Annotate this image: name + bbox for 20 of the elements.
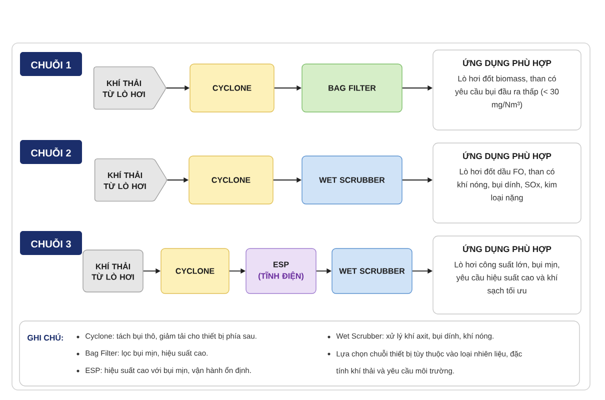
box-text: Lò hơi công suất lớn, bụi mịn, yêu cầu hiệu suất cao và khí sạch tối ưu bbox=[454, 261, 560, 295]
arrow-box: KHÍ THẢI TỪ LÒ HƠI bbox=[94, 158, 167, 202]
process-box: CYCLONE bbox=[190, 64, 274, 112]
process-box: WET SCRUBBER bbox=[302, 156, 402, 204]
box-heading: ỨNG DỤNG PHÙ HỢP bbox=[463, 58, 552, 68]
box-heading: ỨNG DỤNG PHÙ HỢP bbox=[463, 244, 552, 254]
process-box: KHÍ THẢI TỪ LÒ HƠI bbox=[82, 250, 144, 292]
label-badge: CHUỖI 1 bbox=[20, 52, 82, 76]
box-text: Lò hơi đốt dầu FO, than có khí nóng, bụi dính, SOx, kim loại nặng bbox=[458, 168, 556, 202]
box-heading: ỨNG DỤNG PHÙ HỢP bbox=[463, 151, 552, 161]
process-box: CYCLONE bbox=[160, 248, 230, 294]
process-box: WET SCRUBBER bbox=[332, 248, 412, 294]
note-heading: GHI CHÚ: bbox=[28, 333, 63, 341]
label-badge: CHUỖI 2 bbox=[20, 140, 82, 164]
box-text: Lò hơi đốt biomass, than có yêu cầu bụi đầu ra thấp (< 30 mg/Nm³) bbox=[455, 75, 559, 110]
process-box: BAG FILTER bbox=[302, 64, 402, 112]
process-box: CYCLONE bbox=[188, 156, 274, 204]
label-badge: CHUỖI 3 bbox=[20, 231, 82, 255]
process-box: ESP (TĨNH ĐIỆN) bbox=[246, 248, 316, 294]
arrow-box: KHÍ THẢI TỪ LÒ HƠI bbox=[93, 66, 166, 110]
